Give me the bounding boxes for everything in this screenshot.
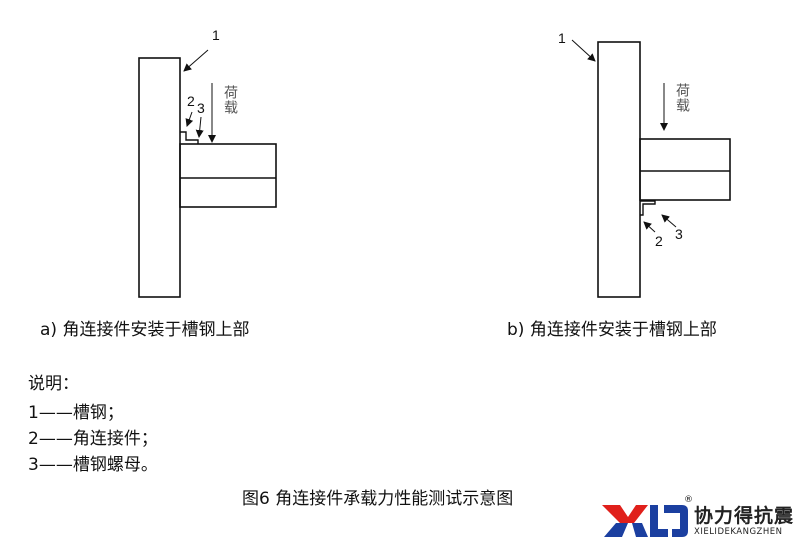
xld-logo: ® 协力得抗震 XIELIDEKANGZHEN bbox=[598, 495, 800, 541]
legend-item-1: 1——槽钢； bbox=[28, 403, 124, 423]
legend-item-3: 3——槽钢螺母。 bbox=[28, 455, 158, 475]
logo-name-en: XIELIDEKANGZHEN bbox=[694, 527, 783, 537]
caption-b: b) 角连接件安装于槽钢上部 bbox=[507, 320, 717, 340]
figure-title: 图6 角连接件承载力性能测试示意图 bbox=[242, 489, 514, 509]
label-1-a: 1 bbox=[212, 27, 220, 43]
xld-logo-mark bbox=[602, 505, 688, 537]
logo-name-cn: 协力得抗震 bbox=[694, 505, 795, 527]
label-3-b: 3 bbox=[675, 226, 683, 242]
beam-a bbox=[179, 143, 277, 208]
load-label-a: 荷载 bbox=[222, 85, 238, 115]
channel-steel-column-b bbox=[597, 41, 641, 298]
label-3-a: 3 bbox=[197, 100, 205, 116]
leader-1-b bbox=[571, 39, 596, 62]
angle-connector-b bbox=[640, 200, 656, 216]
legend-item-2: 2——角连接件； bbox=[28, 429, 158, 449]
beam-b bbox=[639, 138, 731, 201]
label-2-a: 2 bbox=[187, 93, 195, 109]
label-1-b: 1 bbox=[558, 30, 566, 46]
label-2-b: 2 bbox=[655, 233, 663, 249]
diagram-a bbox=[138, 49, 277, 298]
caption-a: a) 角连接件安装于槽钢上部 bbox=[40, 320, 250, 340]
legend-title: 说明： bbox=[28, 374, 79, 394]
diagram-b bbox=[571, 39, 731, 298]
registered-mark: ® bbox=[684, 495, 693, 505]
leader-1-a bbox=[183, 49, 209, 72]
angle-connector-a bbox=[180, 131, 199, 144]
load-label-b: 荷载 bbox=[674, 83, 690, 113]
channel-steel-column-a bbox=[138, 57, 181, 298]
